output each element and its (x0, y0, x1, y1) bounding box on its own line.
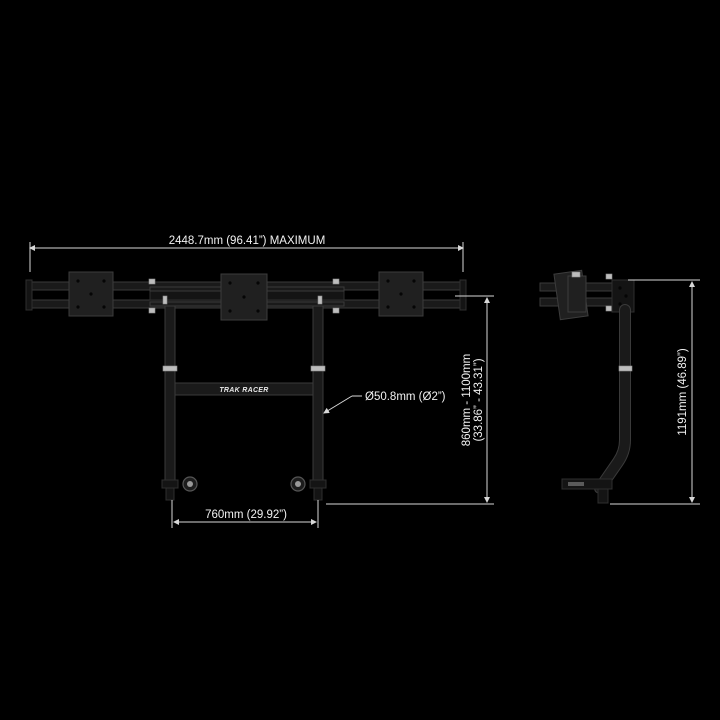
crossbar: TRAK RACER (174, 382, 314, 396)
vesa-plate-left (68, 271, 114, 317)
vesa-plate-center (220, 273, 268, 321)
bar-clamps (148, 278, 340, 314)
crossbar-logo: TRAK RACER (219, 387, 268, 394)
leg-spacing-label: 760mm (29.92”) (205, 509, 287, 521)
vesa-plate-right (378, 271, 424, 317)
side-view: 1191mm (46.89”) (539, 269, 700, 505)
side-mount-cluster (539, 269, 635, 321)
leg-spacing-dimension: 760mm (29.92”) (171, 500, 319, 528)
side-upright (594, 304, 633, 494)
tube-diameter-callout: Ø50.8mm (Ø2”) (323, 391, 446, 414)
side-height-dimension: 1191mm (46.89”) (610, 279, 700, 505)
overall-width-dimension: 2448.7mm (96.41”) MAXIMUM (29, 235, 464, 272)
height-range-dimension: 860mm - 1100mm (33.86” - 43.31”) (326, 295, 494, 505)
height-range-in-label: (33.86” - 43.31”) (473, 358, 485, 441)
overall-width-label: 2448.7mm (96.41”) MAXIMUM (169, 235, 326, 247)
side-foot (561, 478, 613, 504)
front-view: 2448.7mm (96.41”) MAXIMUM (25, 235, 494, 528)
front-feet (161, 476, 327, 501)
side-height-label: 1191mm (46.89”) (677, 348, 689, 436)
tube-diameter-label: Ø50.8mm (Ø2”) (365, 391, 446, 403)
height-range-mm-label: 860mm - 1100mm (461, 354, 473, 446)
